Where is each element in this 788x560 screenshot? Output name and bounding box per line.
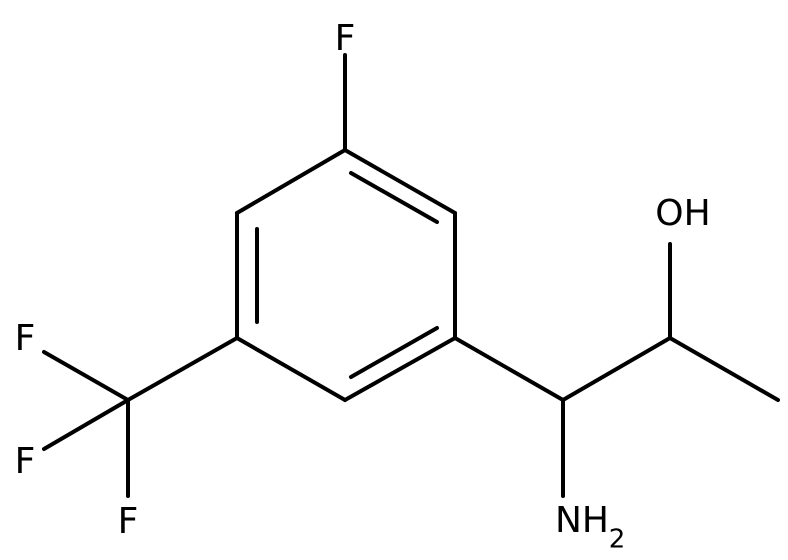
bond-ch-to-choh [561, 336, 672, 402]
atom-label-f-cf3-bottom: F [118, 501, 139, 542]
ring-double-bond-inner-1 [349, 171, 439, 224]
bond-choh-to-methyl [668, 336, 780, 402]
bond-cf3-to-f-top [42, 350, 130, 402]
bond-cf3-to-f-mid [42, 398, 130, 451]
benzene-ring [235, 148, 457, 402]
ring-bond-6 [235, 148, 347, 215]
ring-bond-4 [235, 336, 347, 402]
atom-label-hydroxyl: OH [655, 193, 710, 234]
ring-bond-1 [343, 148, 457, 215]
atom-label-f-ring: F [335, 18, 356, 59]
ring-double-bond-inner-2 [349, 326, 439, 379]
atom-label-f-cf3-top: F [15, 318, 36, 359]
bond-ring-to-cf3 [126, 336, 239, 402]
atom-label-f-cf3-mid: F [15, 441, 36, 482]
atom-label-amine-subscript: 2 [609, 525, 626, 555]
bond-ring-to-ch [453, 336, 565, 402]
atom-label-amine: NH [555, 500, 609, 541]
ring-bond-3 [343, 336, 457, 402]
